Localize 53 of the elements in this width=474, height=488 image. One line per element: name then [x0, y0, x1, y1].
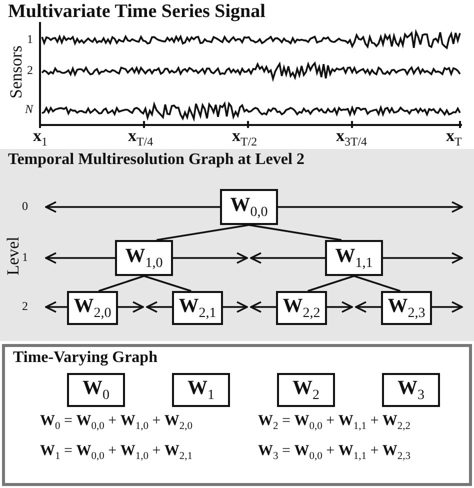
equation: W$_{0}$ = W$_{0,0}$ + W$_{1,0}$ + W$_{2,0}$ [40, 413, 193, 432]
sensor-label: 1 [27, 32, 33, 47]
matrix-box: W$_{0,0}$ [220, 189, 278, 225]
equation: W$_{2}$ = W$_{0,0}$ + W$_{1,1}$ + W$_{2,2}$ [258, 413, 411, 432]
tick-label: x$_{T/2}$ [232, 126, 258, 150]
arrow [45, 301, 67, 313]
arrow [250, 252, 325, 264]
axis-label: Sensors [6, 46, 26, 98]
arrow [327, 301, 353, 313]
axis-label: Level [3, 236, 23, 276]
tree-line [248, 224, 342, 241]
sensor-label: N [25, 102, 34, 117]
equation: W$_{1}$ = W$_{0,0}$ + W$_{1,0}$ + W$_{2,1}$ [40, 443, 193, 462]
arrow [146, 301, 172, 313]
level-label: 2 [22, 299, 28, 314]
matrix-box: W$_{0}$ [67, 373, 125, 407]
matrix-box: W$_{2,3}$ [381, 291, 432, 325]
arrow [355, 301, 381, 313]
graph-panel [0, 149, 474, 341]
arrow [118, 301, 144, 313]
tick-label: x$_{1}$ [33, 126, 48, 150]
tree-line [144, 275, 192, 292]
equation: W$_{3}$ = W$_{0,0}$ + W$_{1,1}$ + W$_{2,3}$ [258, 443, 411, 462]
tree-line [156, 224, 250, 241]
arrow [223, 301, 248, 313]
matrix-box: W$_{1,0}$ [115, 240, 173, 276]
matrix-box: W$_{2}$ [277, 373, 335, 407]
matrix-box: W$_{1}$ [172, 373, 230, 407]
tick-label: x$_{3T/4}$ [336, 126, 367, 150]
tree-line [308, 275, 354, 292]
matrix-box: W$_{1,1}$ [325, 240, 383, 276]
arrow [173, 252, 248, 264]
level-label: 0 [22, 199, 28, 214]
tick-label: x$_{T/4}$ [128, 126, 154, 150]
arrow [432, 301, 463, 313]
panel-heading: Time-Varying Graph [13, 349, 158, 367]
arrow [250, 301, 276, 313]
arrow [45, 201, 220, 213]
section-heading: Multivariate Time Series Signal [8, 1, 266, 23]
tree-line [354, 275, 400, 292]
sensor-label: 2 [27, 63, 33, 78]
arrow [278, 201, 463, 213]
matrix-box: W$_{2,0}$ [67, 291, 118, 325]
matrix-box: W$_{2,2}$ [276, 291, 327, 325]
level-label: 1 [22, 250, 28, 265]
arrow [45, 252, 115, 264]
tick-label: x$_{T}$ [446, 126, 462, 150]
graph-panel [2, 344, 472, 486]
tree-line [98, 275, 144, 292]
panel-heading: Temporal Multiresolution Graph at Level 2 [8, 151, 304, 169]
matrix-box: W$_{2,1}$ [172, 291, 223, 325]
arrow [383, 252, 463, 264]
matrix-box: W$_{3}$ [382, 373, 440, 407]
